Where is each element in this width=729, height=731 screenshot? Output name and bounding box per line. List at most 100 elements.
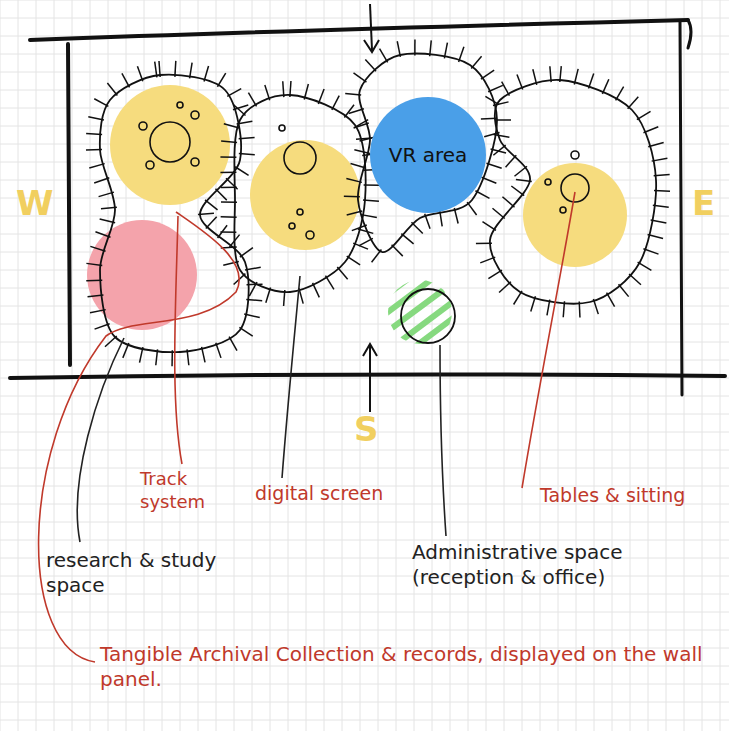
wall-tick (454, 208, 458, 224)
wall-tick (480, 257, 495, 263)
space-outlines (86, 40, 670, 367)
space-outline (100, 75, 249, 352)
wall-tick (502, 197, 514, 207)
wall-tick (485, 96, 499, 104)
wall-tick (337, 267, 347, 279)
wall-tick (648, 235, 664, 239)
wall-tick (459, 47, 464, 62)
screen-zone-fill (250, 140, 360, 250)
room-walls (10, 20, 725, 395)
wall-tick (484, 132, 499, 136)
wall-tick (122, 73, 130, 87)
wall-tick (440, 211, 442, 227)
wall-tick (216, 343, 221, 358)
wall-tick (90, 310, 106, 313)
wall-tick (284, 290, 285, 306)
wall-tick (492, 208, 504, 218)
space-outline (490, 80, 656, 304)
wall-tick (107, 83, 117, 95)
wall-tick (244, 314, 260, 318)
wall-tick (356, 138, 372, 139)
wall-tick (602, 79, 608, 94)
wall-tick (206, 217, 217, 229)
wall-tick (411, 222, 422, 233)
callout-label: Tables & sitting (540, 484, 685, 508)
wall-tick (486, 163, 501, 168)
wall-tick (476, 243, 492, 245)
wall-tick (345, 93, 361, 94)
wall-tick (515, 166, 527, 176)
wall-tick (488, 85, 503, 91)
entry-arrows (363, 4, 379, 412)
wall-tick (589, 73, 594, 88)
archive-zone-fill (87, 220, 197, 330)
leader-lines (39, 192, 575, 662)
wall-tick (325, 276, 333, 290)
wall-tick (223, 262, 239, 266)
wall-tick (652, 158, 668, 161)
wall-tick (354, 123, 369, 128)
wall-tick (332, 96, 339, 110)
wall-tick (235, 167, 249, 176)
wall-tick (95, 324, 110, 329)
wall-tick (344, 196, 360, 198)
wall-tick (578, 301, 580, 317)
callout-label: research & study space (46, 548, 246, 598)
callout-label: digital screen (255, 482, 383, 506)
wall-tick (349, 109, 364, 114)
wall-tick (654, 175, 670, 176)
wall-tick (531, 296, 536, 311)
wall-tick (638, 262, 652, 270)
wall-tick (94, 99, 108, 107)
wall-tick (629, 274, 641, 285)
wall-tick (550, 66, 551, 82)
wall-tick (547, 300, 550, 316)
space-outline (234, 95, 365, 292)
wall-tick (221, 141, 237, 142)
wall-tick (344, 105, 354, 118)
wall-tick (511, 186, 524, 196)
zone-circle: VR area (370, 97, 486, 213)
zone-fills (87, 85, 627, 330)
wall-tick (516, 179, 532, 181)
wall-tick (86, 279, 102, 281)
wall-tick (94, 178, 109, 183)
wall-tick (171, 350, 173, 366)
wall-tick (653, 205, 669, 207)
wall-tick (365, 59, 376, 71)
wall-tick (361, 215, 377, 218)
wall-tick (190, 63, 193, 79)
wall-tick (299, 288, 303, 303)
wall-tick (100, 219, 116, 223)
seating-zone-fill (523, 163, 627, 267)
wall-tick (347, 211, 363, 215)
callout-label: Track system (140, 468, 240, 513)
wall-tick (481, 70, 494, 79)
callout-label: Tangible Archival Collection & records, … (100, 642, 710, 692)
wall-tick (249, 282, 257, 296)
wall-tick (401, 234, 413, 244)
wall-tick (239, 138, 255, 139)
compass-label: E (692, 182, 715, 225)
wall-tick (234, 105, 246, 116)
wall-tick (227, 89, 241, 97)
wall-tick (475, 191, 489, 199)
wall-tick (123, 343, 129, 358)
wall-tick (140, 347, 143, 363)
wall-tick (607, 293, 615, 307)
wall-tick (643, 249, 658, 254)
wall-tick (159, 61, 160, 77)
wall-tick (99, 192, 114, 196)
wall-tick (494, 134, 510, 137)
wall-tick (240, 248, 253, 257)
wall-tick (563, 301, 564, 317)
wall-tick (354, 73, 367, 82)
wall-tick (290, 81, 291, 97)
wall-tick (517, 74, 523, 89)
wall-tick (220, 231, 236, 233)
wall-tick (493, 145, 505, 155)
callout-label: Administrative space (reception & office… (412, 540, 642, 590)
wall-tick (392, 245, 403, 256)
wall-tick (265, 85, 270, 100)
